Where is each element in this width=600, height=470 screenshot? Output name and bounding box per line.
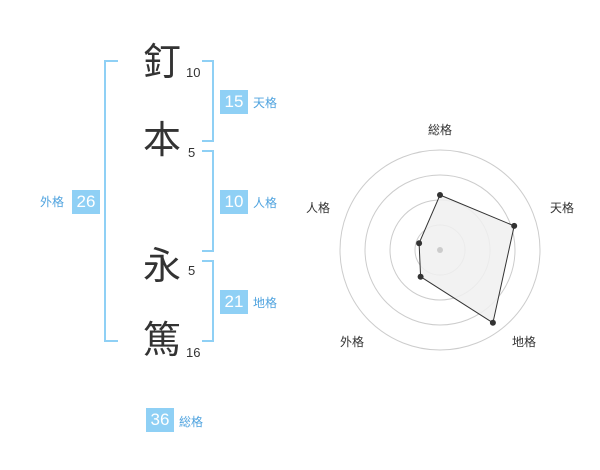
gaikaku-bracket xyxy=(104,60,118,342)
chikaku-label: 地格 xyxy=(253,296,278,310)
radar-ring-3 xyxy=(364,174,516,326)
radar-label-soukaku: 総格 xyxy=(428,122,452,137)
name-char-4: 篤 xyxy=(142,318,181,362)
radar-points xyxy=(416,192,518,326)
gaikaku-badge: 26 xyxy=(72,190,100,214)
radar-center-dot xyxy=(437,247,443,253)
radar-label-gaikaku: 外格 xyxy=(340,334,364,349)
radar-point-4 xyxy=(416,240,423,247)
soukaku-label: 総格 xyxy=(179,415,204,429)
gaikaku-label: 外格 xyxy=(40,195,65,209)
stroke-count-1: 10 xyxy=(186,65,201,80)
radar-label-jinkaku: 人格 xyxy=(306,200,330,215)
radar-ring-4 xyxy=(339,149,541,351)
radar-series-area xyxy=(418,194,515,324)
name-char-3: 永 xyxy=(142,244,181,288)
stroke-count-2: 5 xyxy=(188,145,196,160)
name-char-1: 釘 xyxy=(142,40,181,84)
stroke-count-3: 5 xyxy=(188,263,196,278)
name-char-2: 本 xyxy=(142,118,181,162)
tenkaku-badge: 15 xyxy=(220,90,248,114)
soukaku-badge: 36 xyxy=(146,408,174,432)
jinkaku-bracket xyxy=(202,150,214,252)
stroke-count-4: 16 xyxy=(186,345,201,360)
radar-chart: 総格 天格 地格 外格 人格 xyxy=(306,122,574,351)
tenkaku-label: 天格 xyxy=(253,96,278,110)
radar-point-3 xyxy=(417,273,424,280)
radar-label-chikaku: 地格 xyxy=(512,334,536,349)
radar-label-tenkaku: 天格 xyxy=(550,200,574,215)
jinkaku-label: 人格 xyxy=(253,196,278,210)
jinkaku-badge: 10 xyxy=(220,190,248,214)
radar-point-0 xyxy=(437,192,443,198)
chikaku-bracket xyxy=(202,260,214,342)
radar-point-1 xyxy=(511,222,518,229)
chikaku-badge: 21 xyxy=(220,290,248,314)
radar-point-2 xyxy=(489,319,496,326)
tenkaku-bracket xyxy=(202,60,214,142)
